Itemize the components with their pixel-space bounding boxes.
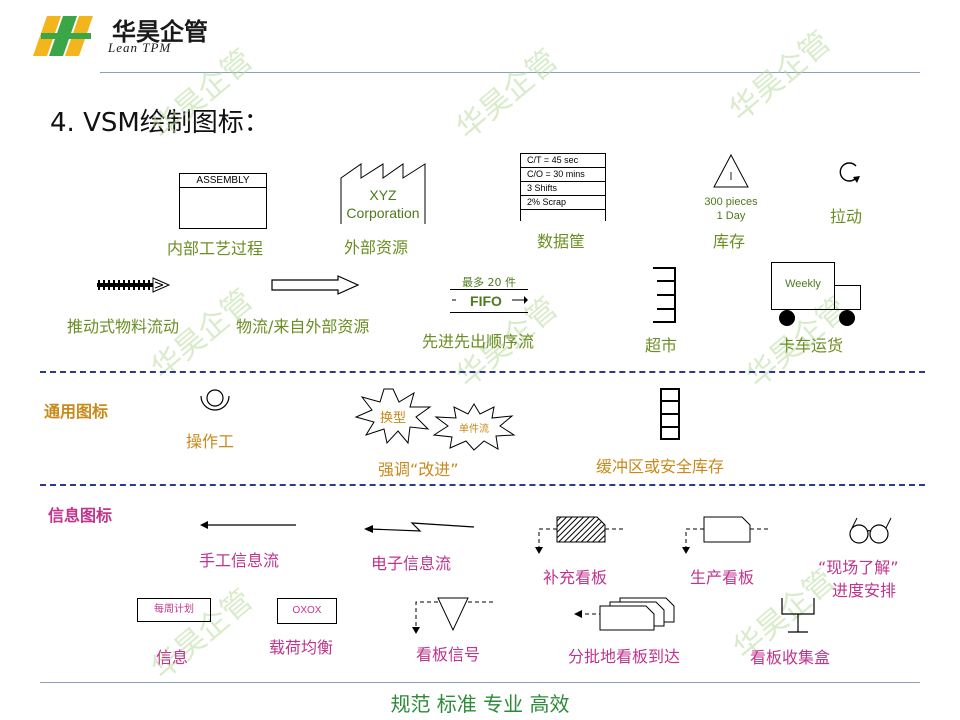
push-arrow-icon <box>97 277 171 293</box>
signal-kanban-icon <box>412 597 496 634</box>
general-section-title: 通用图标 <box>44 402 109 421</box>
pull-arrow-icon <box>839 162 860 183</box>
data-box-row: C/O = 30 mins <box>521 168 605 182</box>
footer-slogan: 规范 标准 专业 高效 <box>390 692 570 716</box>
fifo-label: 先进先出顺序流 <box>422 332 535 351</box>
section-divider <box>40 371 925 373</box>
go-see-label: “现场了解” <box>818 558 899 577</box>
process-box-title: ASSEMBLY <box>180 174 266 188</box>
buffer-label: 缓冲区或安全库存 <box>596 457 725 476</box>
factory-text: Corporation <box>346 205 420 221</box>
truck-icon: Weekly <box>771 262 861 328</box>
operator-icon <box>200 389 230 411</box>
supermarket-icon <box>653 267 676 323</box>
inventory-days: 1 Day <box>716 210 746 222</box>
logo-text: 华昊企管 <box>112 18 208 46</box>
signal-kanban-label: 看板信号 <box>416 645 481 664</box>
batch-kanban-icon <box>574 597 675 631</box>
watermark: 华昊企管 <box>450 42 565 147</box>
factory-text: XYZ <box>369 187 397 203</box>
kanban-post-icon <box>781 598 815 633</box>
fifo-max-text: 最多 20 件 <box>462 276 516 289</box>
factory-icon <box>340 163 426 224</box>
watermark: 华昊企管 <box>723 24 838 129</box>
shipment-label: 物流/来自外部资源 <box>236 317 370 336</box>
logo-mark-icon <box>33 16 93 56</box>
footer-divider <box>40 682 920 683</box>
kaizen-burst-text: 单件流 <box>459 424 489 435</box>
withdrawal-kanban-label: 补充看板 <box>543 568 608 587</box>
operator-label: 操作工 <box>186 432 235 451</box>
electronic-info-label: 电子信息流 <box>371 554 452 573</box>
go-see-label: 进度安排 <box>832 581 897 600</box>
inventory-letter: I <box>729 170 733 183</box>
section-divider <box>40 484 925 486</box>
info-section-title: 信息图标 <box>48 506 113 525</box>
data-box-row: 3 Shifts <box>521 182 605 196</box>
truck-wheel-icon <box>839 310 855 326</box>
truck-label: 卡车运货 <box>779 336 844 355</box>
production-kanban-label: 生产看板 <box>690 568 755 587</box>
kaizen-label: 强调“改进” <box>378 460 459 479</box>
data-box-row: 2% Scrap <box>521 196 605 210</box>
info-label: 信息 <box>156 648 189 667</box>
factory-label: 外部资源 <box>344 238 409 257</box>
inventory-qty: 300 pieces <box>704 196 758 208</box>
truck-wheel-icon <box>779 310 795 326</box>
electronic-info-arrow-icon <box>364 522 475 533</box>
fifo-arrows-icon <box>452 296 528 304</box>
load-leveling-icon: OXOX <box>277 598 337 624</box>
kaizen-burst-icon <box>432 403 516 451</box>
data-box-row: C/T = 45 sec <box>521 153 605 168</box>
fifo-line <box>450 289 528 290</box>
inventory-triangle-icon <box>713 153 749 188</box>
header-divider <box>100 72 920 73</box>
inventory-label: 库存 <box>713 232 746 251</box>
supermarket-label: 超市 <box>645 336 678 355</box>
page-title: 4. VSM绘制图标： <box>50 108 270 138</box>
truck-text: Weekly <box>785 278 821 290</box>
data-box-icon: C/T = 45 sec C/O = 30 mins 3 Shifts 2% S… <box>520 153 606 221</box>
shipment-arrow-icon <box>271 275 360 295</box>
watermark: 华昊企管 <box>145 582 260 687</box>
pull-label: 拉动 <box>830 207 863 226</box>
buffer-stock-icon <box>660 388 680 440</box>
manual-info-label: 手工信息流 <box>199 551 280 570</box>
push-label: 推动式物料流动 <box>67 317 180 336</box>
logo-subtext: Lean TPM <box>108 40 172 55</box>
manual-info-arrow-icon <box>200 521 296 529</box>
process-box-icon: ASSEMBLY <box>179 173 267 229</box>
info-box-icon: 每周计划 <box>137 598 211 622</box>
load-leveling-label: 载荷均衡 <box>269 638 334 657</box>
kanban-post-label: 看板收集盒 <box>750 648 831 667</box>
process-label: 内部工艺过程 <box>167 239 264 258</box>
fifo-line <box>450 312 528 313</box>
truck-cab <box>834 285 861 310</box>
go-see-glasses-icon <box>849 517 892 544</box>
withdrawal-kanban-icon <box>535 516 625 554</box>
kaizen-burst-text: 换型 <box>379 411 406 426</box>
batch-kanban-label: 分批地看板到达 <box>568 647 681 666</box>
kaizen-burst-icon <box>354 388 432 445</box>
data-box-label: 数据筐 <box>537 232 586 251</box>
fifo-text: FIFO <box>470 293 502 309</box>
production-kanban-icon <box>682 516 770 554</box>
